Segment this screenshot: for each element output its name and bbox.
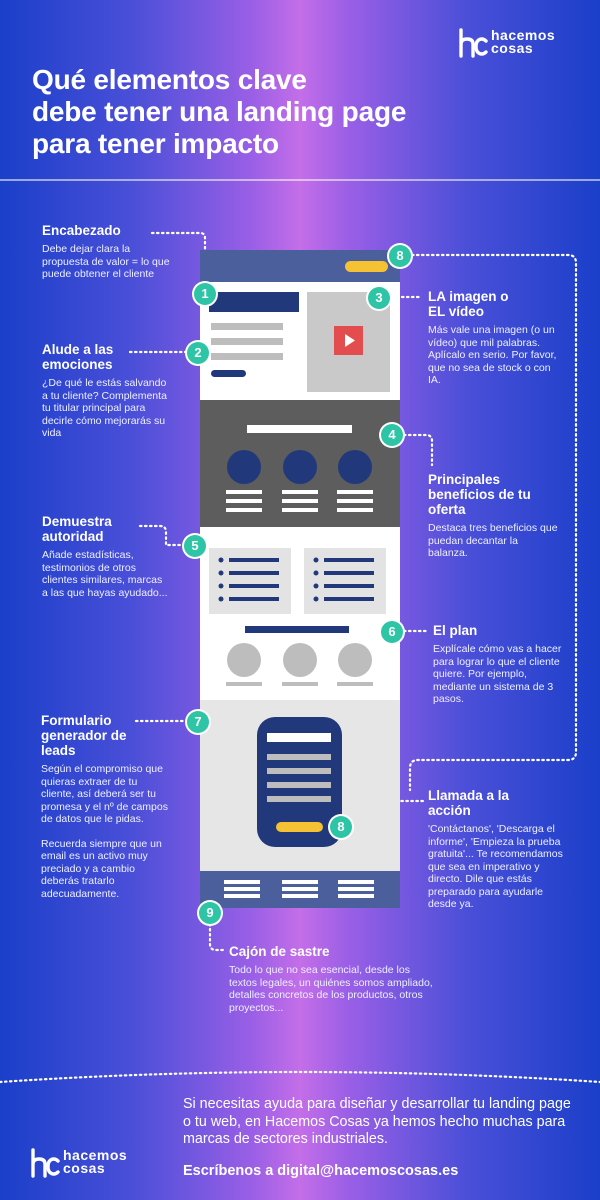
- label-description: Más vale una imagen (o un vídeo) que mil…: [428, 324, 557, 386]
- mock-benefit-circle: [338, 450, 372, 484]
- step-badge-8-form: 8: [330, 816, 352, 838]
- mock-benefits-title: [247, 425, 352, 433]
- mock-plan-line: [226, 682, 262, 686]
- mock-plan-step: [283, 643, 317, 677]
- brand-logo: hacemos cosas: [458, 28, 578, 60]
- title-line: debe tener una landing page: [32, 96, 407, 127]
- mock-plan-step: [338, 643, 372, 677]
- label-description: ¿De qué le estás salvando a tu cliente? …: [42, 377, 167, 439]
- label-title: Cajón de sastre: [229, 944, 330, 959]
- label-plan: El plan Explícale cómo vas a hacer para …: [433, 623, 563, 706]
- label-title: Encabezado: [42, 223, 121, 238]
- step-badge-8-header: 8: [389, 245, 411, 267]
- landing-page-mockup: [200, 250, 400, 908]
- mock-header-cta: [345, 261, 388, 272]
- play-icon: [345, 334, 355, 347]
- label-description: Destaca tres beneficios que puedan decan…: [428, 522, 558, 559]
- mock-hero-line: [211, 353, 283, 360]
- step-badge-9: 9: [199, 902, 221, 924]
- mock-hero-button: [211, 370, 246, 377]
- hc-logo-icon: [31, 1148, 60, 1178]
- step-badge-2: 2: [187, 342, 209, 364]
- title-divider: [0, 179, 600, 181]
- label-beneficios: Principales beneficios de tu oferta Dest…: [428, 472, 558, 560]
- mock-list-bullets: [218, 557, 374, 602]
- mock-form-fields: [267, 754, 331, 806]
- mock-benefit-circle: [283, 450, 317, 484]
- mock-plan-line: [282, 682, 318, 686]
- label-description: Explícale cómo vas a hacer para lograr l…: [433, 643, 562, 705]
- label-title: Formulario generador de leads: [41, 713, 127, 758]
- label-title: El plan: [433, 623, 478, 638]
- label-llamada-accion: Llamada a la acción 'Contáctanos', 'Desc…: [428, 788, 563, 911]
- label-description: Añade estadísticas, testimonios de otros…: [42, 549, 168, 599]
- label-description: Según el compromiso que quieras extraer …: [41, 763, 168, 825]
- mock-play-button: [334, 326, 363, 355]
- brand-name: hacemos cosas: [63, 1147, 128, 1176]
- mock-hero-line: [211, 323, 283, 330]
- mock-plan-title: [245, 626, 349, 633]
- brand-logo-footer: hacemos cosas: [30, 1148, 150, 1180]
- mock-plan-line: [337, 682, 373, 686]
- step-badge-3: 3: [368, 287, 390, 309]
- step-badge-5: 5: [184, 535, 206, 557]
- brand-name: hacemos cosas: [491, 27, 556, 56]
- page-title: Qué elementos clave debe tener una landi…: [32, 64, 492, 160]
- mock-form-cta: [276, 822, 323, 832]
- mock-benefit-circle: [227, 450, 261, 484]
- step-badge-7: 7: [187, 711, 209, 733]
- mock-footer-links: [224, 880, 260, 898]
- footer-contact[interactable]: Escríbenos a digital@hacemoscosas.es: [183, 1163, 459, 1179]
- mock-benefit-lines: [337, 490, 373, 516]
- label-formulario: Formulario generador de leads Según el c…: [41, 713, 171, 900]
- title-line: para tener impacto: [32, 128, 279, 159]
- mock-benefit-lines: [226, 490, 262, 516]
- footer-text: Si necesitas ayuda para diseñar y desarr…: [183, 1096, 571, 1147]
- title-line: Qué elementos clave: [32, 64, 307, 95]
- mock-benefit-lines: [282, 490, 318, 516]
- label-autoridad: Demuestra autoridad Añade estadísticas, …: [42, 514, 170, 599]
- label-encabezado: Encabezado Debe dejar clara la propuesta…: [42, 223, 172, 281]
- step-badge-4: 4: [381, 424, 403, 446]
- mock-form-title: [267, 733, 331, 742]
- label-title: Demuestra autoridad: [42, 514, 112, 544]
- step-badge-6: 6: [381, 621, 403, 643]
- mock-hero-headline: [209, 292, 299, 312]
- label-title: Llamada a la acción: [428, 788, 510, 818]
- label-cajon-sastre: Cajón de sastre Todo lo que no sea esenc…: [229, 944, 439, 1014]
- label-title: LA imagen o EL vídeo: [428, 289, 509, 319]
- label-title: Principales beneficios de tu oferta: [428, 472, 531, 517]
- mock-hero-line: [211, 338, 283, 345]
- hc-logo-icon: [459, 28, 488, 58]
- label-description: Recuerda siempre que un email es un acti…: [41, 837, 162, 900]
- mock-footer-links: [338, 880, 374, 898]
- mock-footer-links: [282, 880, 318, 898]
- mock-plan-step: [227, 643, 261, 677]
- label-description: 'Contáctanos', 'Descarga el informe', 'E…: [428, 823, 563, 910]
- step-badge-1: 1: [194, 283, 216, 305]
- label-emociones: Alude a las emociones ¿De qué le estás s…: [42, 342, 174, 440]
- label-description: Todo lo que no sea esencial, desde los t…: [229, 964, 433, 1014]
- label-title: Alude a las emociones: [42, 342, 114, 372]
- label-description: Debe dejar clara la propuesta de valor =…: [42, 243, 170, 280]
- label-imagen-video: LA imagen o EL vídeo Más vale una imagen…: [428, 289, 563, 387]
